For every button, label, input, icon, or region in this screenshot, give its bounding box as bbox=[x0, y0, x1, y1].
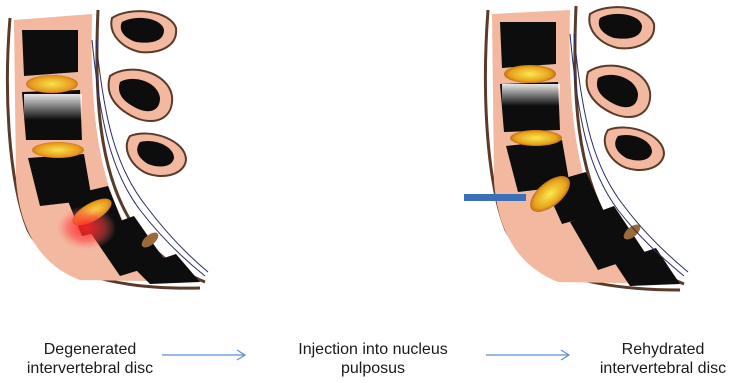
disc bbox=[32, 142, 84, 158]
injection-label: Injection into nucleus pulposus bbox=[268, 340, 478, 378]
disc bbox=[510, 130, 562, 146]
disc bbox=[26, 75, 78, 93]
rehydrated-disc-label: Rehydrated intervertebral disc bbox=[578, 340, 748, 378]
step-arrow bbox=[486, 348, 572, 362]
step-arrow bbox=[162, 348, 248, 362]
vertebra bbox=[500, 22, 556, 68]
disc bbox=[504, 65, 556, 83]
injection-needle bbox=[464, 194, 526, 201]
rehydrated-spine-illustration bbox=[458, 0, 698, 300]
vertebra bbox=[22, 30, 78, 76]
degenerated-disc-label: Degenerated intervertebral disc bbox=[0, 340, 180, 378]
degenerated-spine-illustration bbox=[0, 0, 230, 300]
degeneration-highlight bbox=[56, 206, 116, 250]
